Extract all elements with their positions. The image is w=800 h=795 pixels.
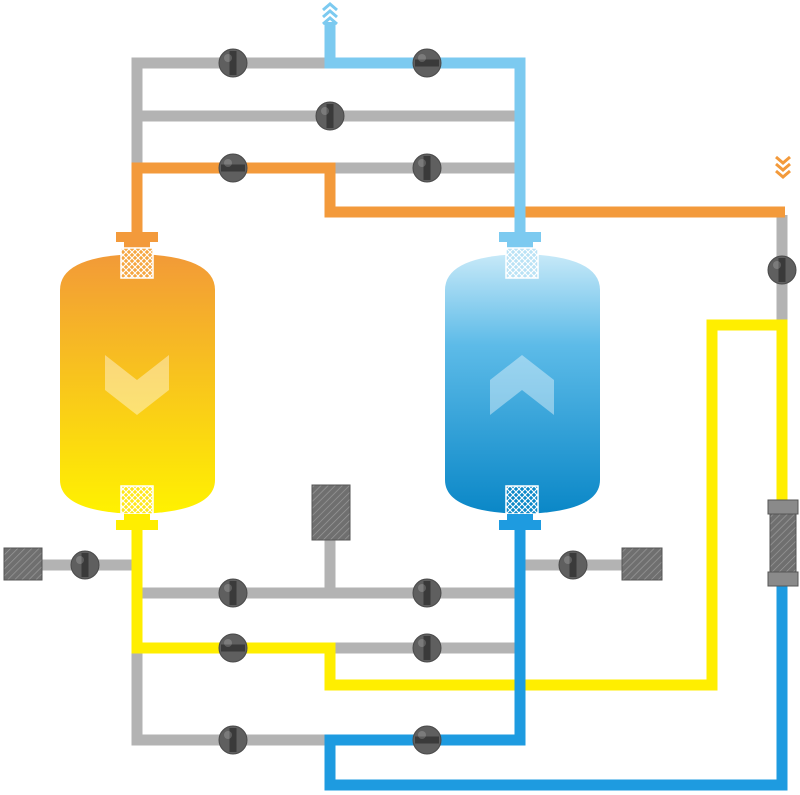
pipe-blue-return <box>324 525 788 791</box>
right-tank <box>445 232 600 530</box>
outlet-arrow-top <box>322 2 338 26</box>
valve-top-center[interactable] <box>315 101 345 131</box>
cartridge-filter-icon <box>767 499 799 587</box>
valve-return-right[interactable] <box>412 725 442 755</box>
pipe-top-loop <box>131 57 330 168</box>
valve-return-left[interactable] <box>218 725 248 755</box>
inlet-arrow-right <box>775 155 791 179</box>
valve-orange-right[interactable] <box>412 153 442 183</box>
right-tank-bottom-flange <box>499 520 541 530</box>
left-tank-body <box>60 254 215 514</box>
valve-silencer-right[interactable] <box>558 550 588 580</box>
active-pipes <box>131 22 788 791</box>
right-tank-top-flange <box>499 232 541 242</box>
valve-top-left[interactable] <box>218 48 248 78</box>
left-tank <box>60 232 215 530</box>
chevron-up-icon <box>490 355 554 415</box>
left-tank-top-flange <box>116 232 158 242</box>
valve-top-right[interactable] <box>412 48 442 78</box>
right-tank-top-neck <box>507 240 533 248</box>
pipe-orange-inlet <box>131 162 785 232</box>
valve-silencer-left[interactable] <box>70 550 100 580</box>
silencer-right <box>621 547 663 581</box>
valves <box>70 48 797 755</box>
valve-yellow-left[interactable] <box>218 633 248 663</box>
chevron-down-icon <box>105 355 169 415</box>
silencer-left <box>3 547 43 581</box>
valve-bottom-right[interactable] <box>412 578 442 608</box>
left-tank-top-neck <box>124 240 150 248</box>
right-tank-bottom-neck <box>507 514 533 522</box>
left-tank-bottom-flange <box>116 520 158 530</box>
pipe-bottom-loop <box>131 648 330 746</box>
silencer-center <box>311 484 351 541</box>
valve-orange-left[interactable] <box>218 153 248 183</box>
valve-yellow-right[interactable] <box>412 633 442 663</box>
valve-bottom-left[interactable] <box>218 578 248 608</box>
valve-right-riser[interactable] <box>767 255 797 285</box>
left-tank-bottom-neck <box>124 514 150 522</box>
right-tank-body <box>445 254 600 514</box>
